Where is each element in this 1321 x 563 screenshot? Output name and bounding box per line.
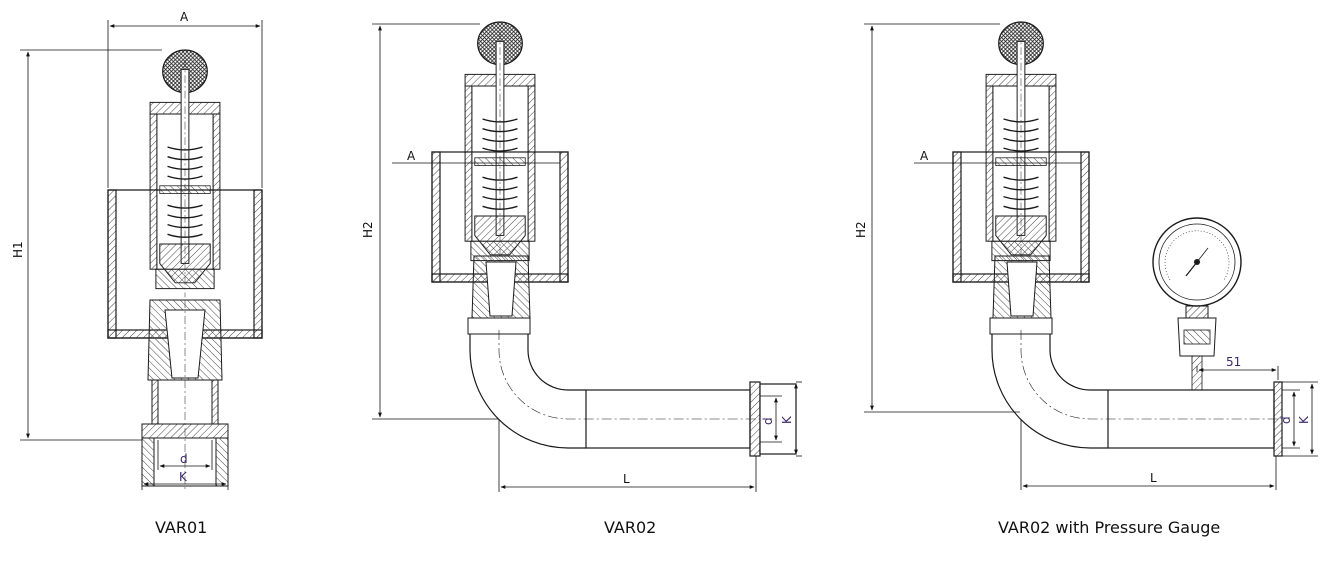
var02-dim-H2 [372, 23, 498, 420]
var02g-dim-K-label: K [1297, 415, 1311, 424]
var02g-dim-51 [1196, 366, 1279, 380]
var02g-dim-dK [1282, 381, 1318, 457]
var02g-dim-L [1020, 420, 1277, 490]
var01-dim-A-label: A [180, 10, 189, 24]
drawing-var01: A H1 d K [11, 10, 263, 490]
caption-var01: VAR01 [155, 518, 208, 537]
caption-var02-gauge: VAR02 with Pressure Gauge [998, 518, 1221, 537]
var02-body [467, 255, 531, 335]
var02g-dim-H2-label: H2 [854, 221, 868, 238]
var02-dim-K-label: K [780, 415, 794, 424]
var02g-body [989, 255, 1053, 335]
pressure-gauge [1152, 217, 1242, 391]
var02g-dim-d-label: d [1279, 416, 1293, 424]
var01-dim-A [107, 20, 263, 188]
var01-dim-K [141, 482, 229, 490]
var02g-valve-head [985, 21, 1057, 271]
var02-dim-L-label: L [623, 472, 630, 486]
drawing-var02-gauge: A H2 51 L d K [854, 21, 1318, 490]
var01-dim-d [157, 440, 213, 470]
var02-valve-head [464, 21, 536, 271]
var02g-dim-H2 [864, 23, 1020, 413]
var02-dim-L [498, 420, 757, 492]
var02g-dim-51-label: 51 [1226, 355, 1241, 369]
var01-dim-H1 [20, 49, 162, 441]
var02g-dim-L-label: L [1150, 471, 1157, 485]
var02-dim-A-label: A [407, 149, 416, 163]
var02-dim-d-label: d [761, 417, 775, 425]
var02g-elbow-pipe [991, 330, 1283, 457]
var02-dim-dK [760, 381, 802, 457]
var02g-dim-A-label: A [920, 149, 929, 163]
var01-dim-d-label: d [180, 452, 188, 466]
var01-body [141, 299, 229, 490]
var01-dim-K-label: K [179, 470, 188, 484]
caption-var02: VAR02 [604, 518, 657, 537]
var01-dim-H1-label: H1 [11, 241, 25, 258]
var02-dim-H2-label: H2 [361, 221, 375, 238]
drawing-var02: A H2 L d K [361, 21, 802, 492]
var02-elbow-pipe [469, 330, 797, 457]
var01-valve-head [149, 49, 221, 299]
